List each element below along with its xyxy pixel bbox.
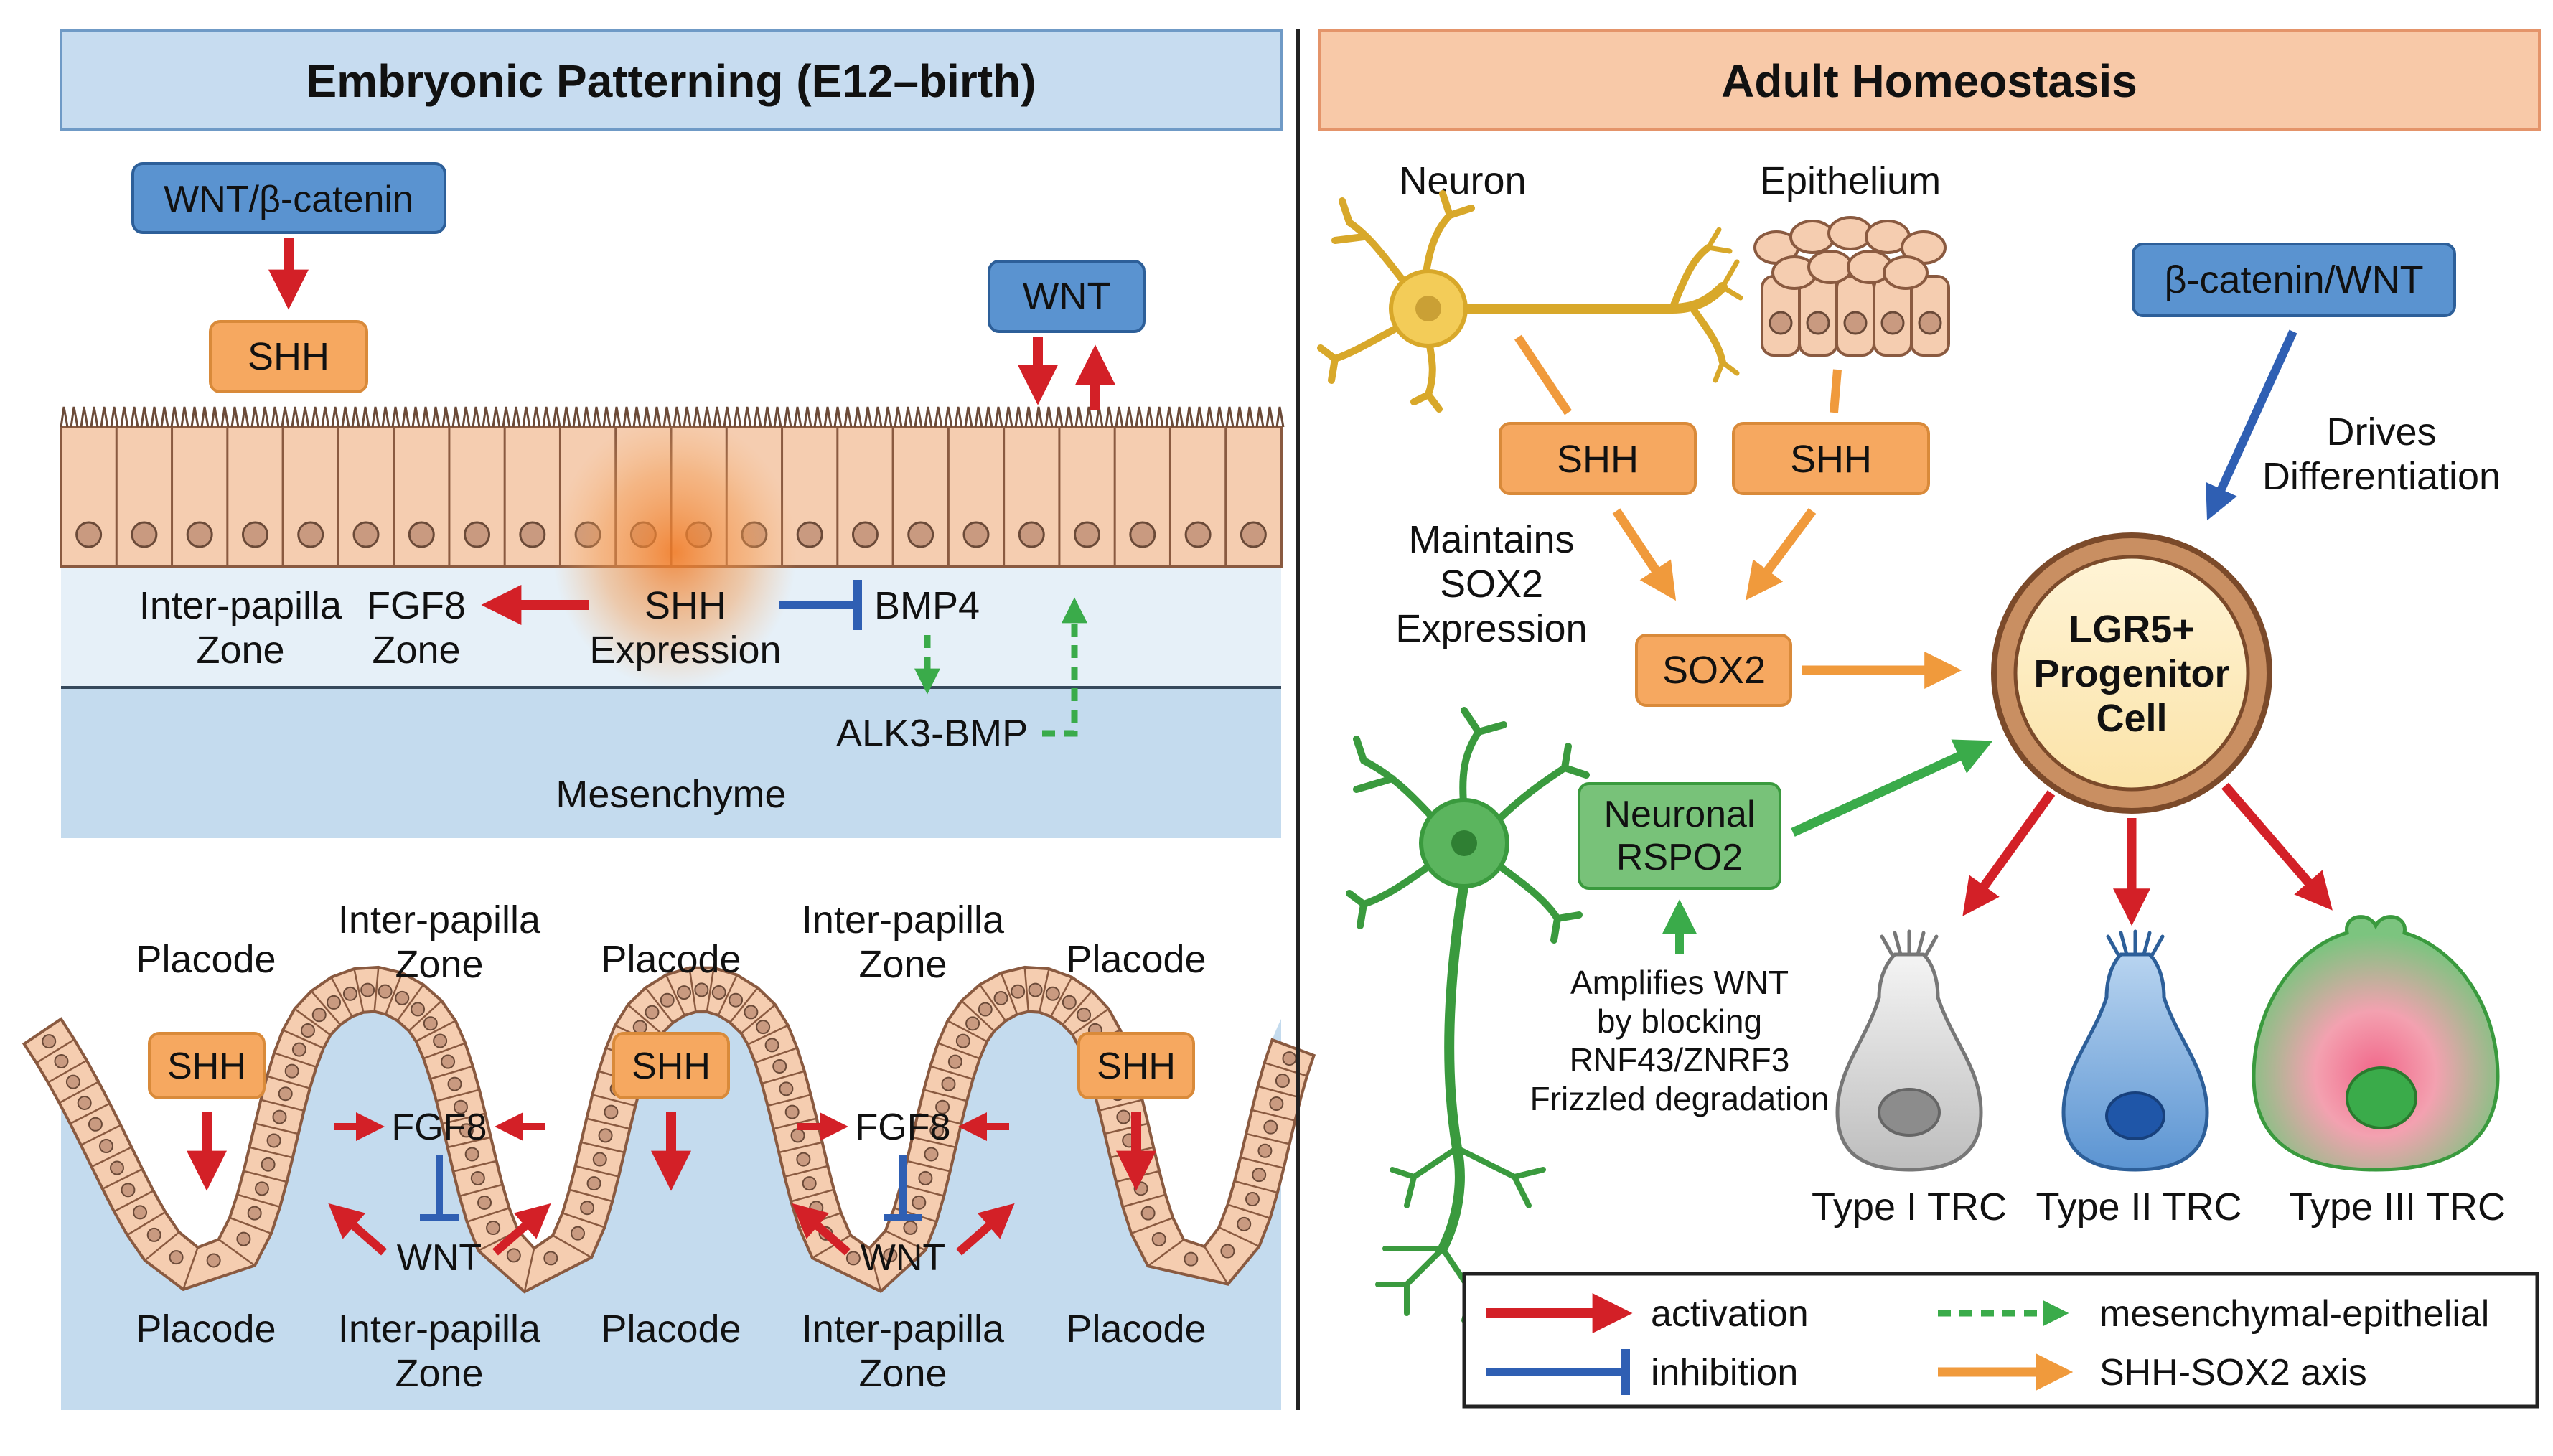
placode-label-top-2: Placode <box>601 938 741 981</box>
rspo2-neuron-nucleus <box>1451 830 1477 856</box>
progenitor-cell <box>2013 555 2250 792</box>
epithelium-to-shh-line <box>1830 369 1842 413</box>
shh-top-label: SHH <box>248 335 329 378</box>
neuron-shh-label: SHH <box>1557 438 1639 481</box>
sox2-box <box>1635 634 1792 707</box>
wnt-top-box <box>988 260 1146 333</box>
alk3-to-epithelium-arrow <box>1042 597 1087 737</box>
sox2-label: SOX2 <box>1662 649 1766 692</box>
type1-trc-icon <box>1835 929 1983 1172</box>
wnt-bcatenin-box <box>131 162 446 234</box>
adult-title: Adult Homeostasis <box>1721 55 2137 107</box>
neuron-label: Neuron <box>1399 159 1526 202</box>
legend-activation-label: activation <box>1651 1293 1809 1335</box>
type2-trc-icon <box>2061 929 2209 1172</box>
progenitor-to-type3-arrow <box>2221 782 2333 911</box>
type1-trc-label: Type I TRC <box>1812 1185 2007 1229</box>
rspo2-to-progenitor-arrow <box>1791 739 1993 837</box>
placode-label-top-3: Placode <box>1066 938 1206 981</box>
epithelium-label: Epithelium <box>1760 159 1941 202</box>
placode-label-bottom-3: Placode <box>1066 1307 1206 1351</box>
fgf8-label-2: FGF8 <box>856 1107 951 1148</box>
neuron-nucleus <box>1415 296 1441 321</box>
adult-header <box>1318 29 2541 131</box>
legend-shh-sox2-label: SHH-SOX2 axis <box>2099 1352 2367 1394</box>
type2-trc-label: Type II TRC <box>2036 1185 2242 1229</box>
fgf8-wnt-module-2: FGF8 WNT <box>792 1107 1015 1279</box>
type3-trc-label: Type III TRC <box>2289 1185 2506 1229</box>
epithelium-shh-label: SHH <box>1790 438 1872 481</box>
type3-trc-icon <box>2252 915 2500 1172</box>
legend-inhibition-label: inhibition <box>1651 1352 1798 1394</box>
bmp4-label: BMP4 <box>874 584 980 627</box>
embryonic-header <box>60 29 1283 131</box>
neuron-shh-box <box>1499 422 1697 495</box>
bcatenin-wnt-box <box>2132 243 2456 317</box>
wnt-label-1: WNT <box>397 1237 482 1279</box>
wnt-label-2: WNT <box>861 1237 945 1279</box>
placode-label-bottom-1: Placode <box>136 1307 276 1351</box>
neuron-icon <box>1317 190 1743 413</box>
placode-label-bottom-2: Placode <box>601 1307 741 1351</box>
shh-to-sox2-arrow-2 <box>1746 508 1817 601</box>
bcatenin-wnt-label: β-catenin/WNT <box>2164 258 2423 301</box>
rspo2-neuron-icon <box>1346 707 1590 1323</box>
placode-shh-label-3: SHH <box>1097 1046 1176 1087</box>
placode-shh-label-1: SHH <box>167 1046 246 1087</box>
legend-box <box>1462 1272 2539 1409</box>
neuronal-rspo2-box <box>1578 782 1781 890</box>
shh-top-box <box>209 320 368 393</box>
fgf8-label-1: FGF8 <box>392 1107 487 1148</box>
epithelium-icon <box>1753 216 1950 357</box>
placode-shh-label-2: SHH <box>632 1046 711 1087</box>
wnt-bcatenin-label: WNT/β-catenin <box>164 179 413 220</box>
epithelium-shh-box <box>1732 422 1930 495</box>
shh-to-sox2-arrow-1 <box>1612 508 1677 601</box>
placode-shh-group-1: SHH <box>148 1032 266 1191</box>
mesenchyme-label: Mesenchyme <box>556 773 786 816</box>
lower-white-gap <box>61 850 1281 1249</box>
wnt-top-label: WNT <box>1023 275 1111 318</box>
placode-label-top-1: Placode <box>136 938 276 981</box>
mesenchyme-zone <box>61 687 1281 838</box>
neuron-to-shh-line <box>1514 334 1572 415</box>
alk3-bmp-label: ALK3-BMP <box>836 712 1028 755</box>
progenitor-to-type1-arrow <box>1962 790 2056 916</box>
placode-shh-group-2: SHH <box>612 1032 730 1191</box>
wnt-to-progenitor-arrow <box>2206 329 2297 521</box>
embryonic-title: Embryonic Patterning (E12–birth) <box>306 55 1036 107</box>
fgf8-wnt-module-1: FGF8 WNT <box>328 1107 551 1279</box>
shh-expression-glow <box>553 416 797 689</box>
placode-shh-group-3: SHH <box>1077 1032 1195 1191</box>
legend-mesenchymal-label: mesenchymal-epithelial <box>2099 1293 2489 1335</box>
